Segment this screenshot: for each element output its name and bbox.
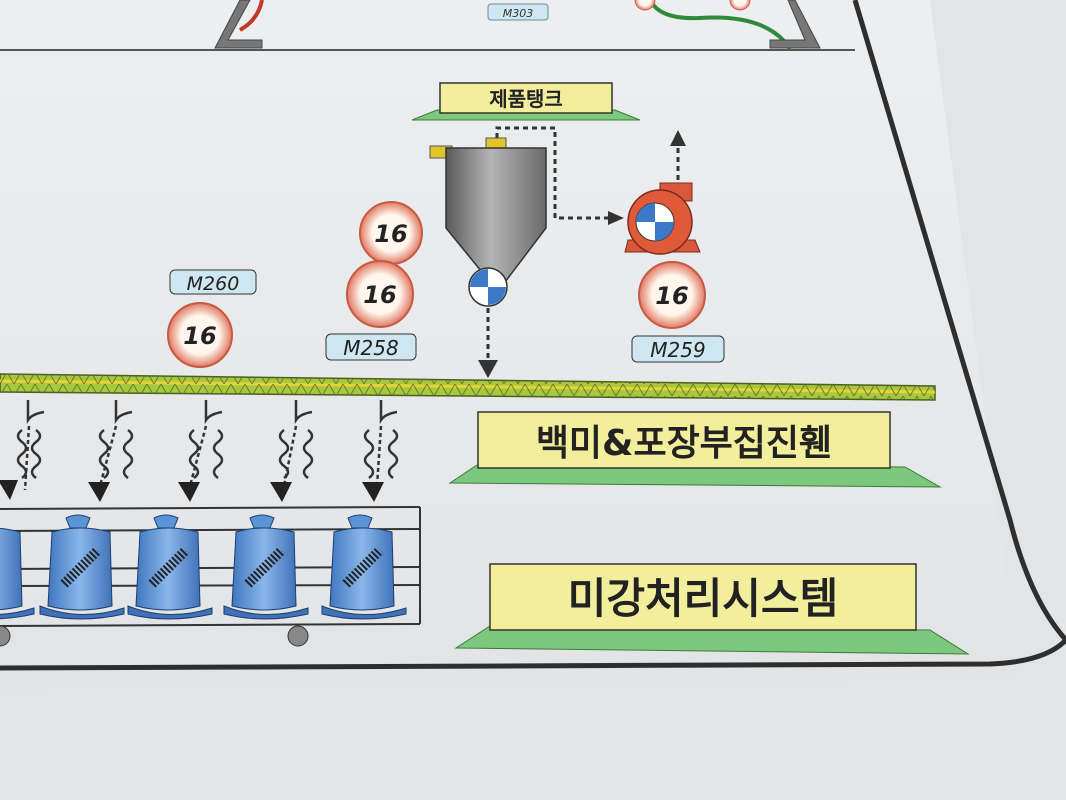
bag-icon: [0, 514, 407, 620]
pump-icon: [624, 130, 701, 255]
duct-line: [495, 126, 610, 220]
motor-value-m258-b: 16: [363, 281, 396, 309]
screw-conveyor: [0, 373, 936, 401]
badge-m258: 16 16 M258: [325, 201, 423, 361]
badge-m260: M260 16: [167, 269, 257, 368]
motor-value-m260: 16: [183, 322, 216, 350]
chute-arrows: [0, 480, 384, 502]
arrow-icon: [608, 211, 624, 225]
conveyor-label: 백미&포장부집진휀: [448, 411, 942, 488]
top-motor-tag: M303: [503, 7, 534, 20]
system-title: 미강처리시스템: [568, 574, 838, 623]
frame-border-bottom: [0, 638, 1066, 671]
frame-border: [852, 0, 1066, 642]
motor-tag-m258: M258: [343, 336, 398, 360]
arrow-icon: [478, 360, 498, 378]
product-tank-label: 제품탱크: [411, 82, 641, 121]
motor-value-m258-a: 16: [374, 220, 407, 248]
bag-chutes: [16, 400, 399, 491]
red-pipe: [238, 0, 264, 32]
top-machinery: M303: [214, 0, 821, 50]
product-tank-title: 제품탱크: [489, 87, 563, 111]
tank-icon: [429, 137, 547, 307]
system-label: 미강처리시스템: [454, 563, 970, 655]
badge-m259: 16 M259: [631, 261, 725, 363]
motor-value-m259: 16: [655, 282, 688, 310]
motor-tag-m259: M259: [650, 338, 705, 362]
conveyor-title: 백미&포장부집진휀: [536, 423, 832, 464]
motor-tag-m260: M260: [187, 273, 240, 295]
green-pipe: [648, 0, 787, 44]
